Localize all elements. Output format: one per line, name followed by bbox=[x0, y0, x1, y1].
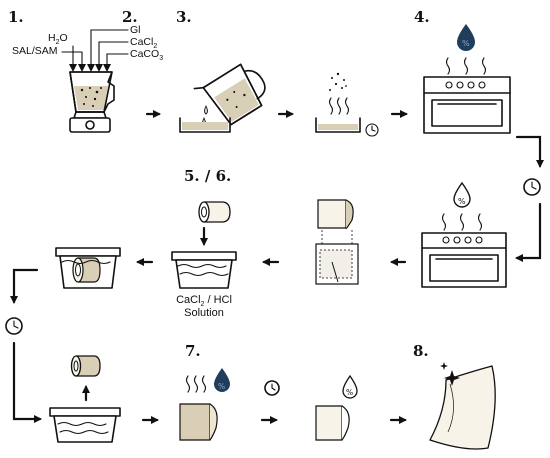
pressed-sheet-icon bbox=[179, 403, 218, 441]
connector-row2-row3 bbox=[10, 268, 39, 304]
soaking-basin-icon bbox=[55, 247, 121, 289]
heat-waves-icon bbox=[445, 57, 487, 75]
tray-drying-icon bbox=[315, 72, 361, 133]
ingredient-cacl2-label: CaCl2 bbox=[130, 36, 157, 50]
ingredient-salsam-label: SAL/SAM bbox=[12, 45, 58, 57]
svg-text:%: % bbox=[462, 39, 470, 48]
step-1-label: 1. bbox=[8, 8, 24, 26]
ingredient-water-label: H2O bbox=[48, 32, 68, 46]
ingredient-caco3-label: CaCO3 bbox=[130, 48, 163, 62]
svg-text:CaCO3: CaCO3 bbox=[130, 48, 163, 62]
connector-4-down bbox=[515, 135, 544, 168]
step-8-label: 8. bbox=[413, 342, 429, 360]
heat-waves-icon bbox=[185, 375, 207, 393]
svg-text:%: % bbox=[218, 382, 225, 391]
solution-label: CaCl2 / HCl Solution bbox=[176, 294, 232, 319]
grey-drop-icon: % bbox=[453, 181, 471, 208]
dried-sheet-icon bbox=[315, 405, 350, 441]
oven-icon bbox=[421, 232, 507, 288]
peeling-sheet-icon bbox=[315, 199, 359, 285]
clock-icon bbox=[523, 178, 541, 196]
svg-text:Solution: Solution bbox=[184, 307, 224, 319]
svg-text:CaCl2: CaCl2 bbox=[130, 36, 157, 50]
oven-icon bbox=[423, 76, 511, 134]
svg-text:CaCl2 / HCl: CaCl2 / HCl bbox=[176, 294, 232, 308]
svg-text:%: % bbox=[346, 388, 353, 397]
step-3-label: 3. bbox=[176, 8, 192, 26]
ingredient-gl-label: Gl bbox=[130, 24, 141, 36]
clock-icon bbox=[5, 317, 23, 335]
connector-to-oven-2 bbox=[515, 202, 542, 262]
step-4-label: 4. bbox=[414, 8, 430, 26]
svg-text:H2O: H2O bbox=[48, 32, 68, 46]
step-2-label: 2. bbox=[122, 8, 138, 26]
svg-text:%: % bbox=[458, 197, 466, 206]
tray-icon bbox=[179, 117, 231, 133]
blue-drop-icon: % bbox=[214, 368, 230, 392]
rinse-basin-icon bbox=[49, 407, 121, 443]
grey-drop-icon: % bbox=[342, 374, 358, 399]
solution-basin-icon bbox=[171, 251, 237, 289]
pouring-jug-icon bbox=[193, 63, 266, 126]
connector-to-basin-3 bbox=[12, 341, 42, 423]
step-5-6-label: 5. / 6. bbox=[184, 167, 231, 185]
clock-icon bbox=[365, 123, 379, 137]
blue-drop-icon: % bbox=[457, 24, 475, 51]
heat-waves-icon bbox=[441, 213, 483, 231]
lifted-roll-icon bbox=[70, 355, 101, 377]
sparkle-icon bbox=[440, 362, 460, 386]
step-7-label: 7. bbox=[185, 342, 201, 360]
ingredient-leaders bbox=[61, 29, 129, 72]
final-sheet-icon bbox=[429, 365, 496, 450]
clock-icon bbox=[264, 380, 280, 396]
blender-icon bbox=[69, 71, 115, 133]
rolled-film-icon bbox=[198, 201, 231, 223]
